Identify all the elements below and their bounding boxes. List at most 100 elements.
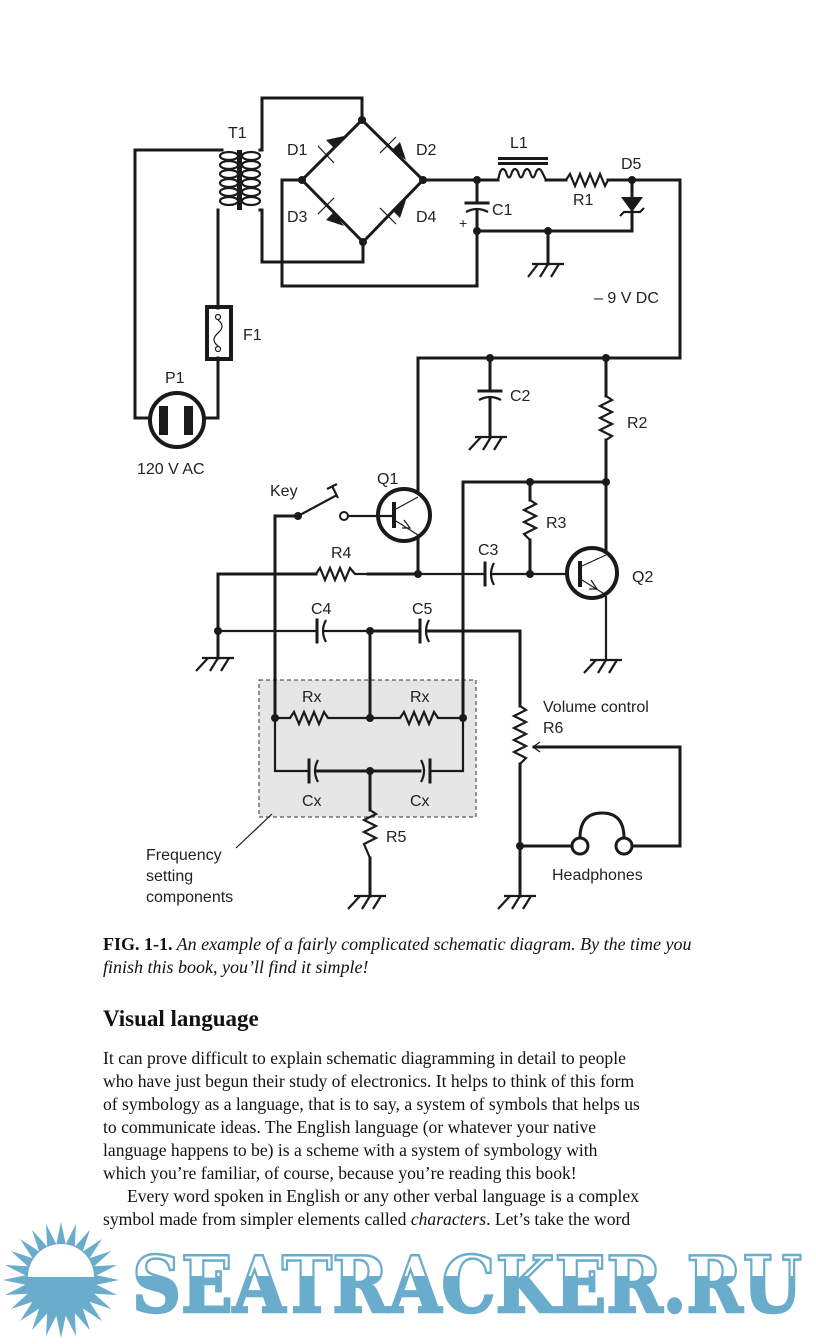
wire-secondary-top xyxy=(258,96,364,152)
plug-p1 xyxy=(148,391,206,449)
schematic-diagram: T1 D1 D2 D3 D4 L1 C1 + R1 D5 – 9 V DC F1… xyxy=(133,96,682,910)
label-c1: C1 xyxy=(492,202,513,219)
body-text: It can prove difficult to explain schema… xyxy=(103,1047,723,1231)
transformer-t1 xyxy=(218,150,262,210)
watermark-banner: SEATRACKER.RU SEATRACKER.RU xyxy=(3,1222,804,1338)
bridge-rectifier xyxy=(299,117,426,245)
label-d5: D5 xyxy=(621,156,642,173)
label-frequency-2: setting xyxy=(146,868,193,885)
ground-symbol-3 xyxy=(583,658,622,674)
paragraph-1-line: of symbology as a language, that is to s… xyxy=(103,1094,640,1114)
label-frequency-3: components xyxy=(146,889,233,906)
label-r3: R3 xyxy=(546,515,567,532)
wire-bridge-neg xyxy=(280,178,479,288)
diode-d2 xyxy=(392,142,406,160)
paragraph-2-text: . Let’s take the word xyxy=(486,1209,631,1229)
label-frequency-1: Frequency xyxy=(146,847,222,864)
section-heading: Visual language xyxy=(103,1006,259,1031)
key-switch xyxy=(297,483,349,521)
label-l1: L1 xyxy=(510,135,528,152)
frequency-components-box xyxy=(258,679,477,818)
label-volume: Volume control xyxy=(543,699,649,716)
capacitor-c1 xyxy=(464,178,490,233)
figure-caption-label: FIG. 1-1. xyxy=(103,934,173,954)
label-supply: – 9 V DC xyxy=(594,290,659,307)
ground-symbol-5 xyxy=(347,894,386,910)
label-key: Key xyxy=(270,483,298,500)
potentiometer-r6 xyxy=(511,705,529,765)
resistor-r1 xyxy=(565,171,609,189)
wire-fuse-plug xyxy=(201,356,220,420)
inductor-l1 xyxy=(496,157,548,181)
label-r2: R2 xyxy=(627,415,648,432)
wire-wiper xyxy=(532,745,682,848)
figure-caption: FIG. 1-1. An example of a fairly complic… xyxy=(103,933,723,979)
label-d2: D2 xyxy=(416,142,437,159)
label-r4: R4 xyxy=(331,545,352,562)
frequency-pointer-line xyxy=(235,813,273,849)
label-cx-right: Cx xyxy=(410,793,430,810)
zener-diode-d5 xyxy=(619,178,645,233)
wire-cx-left xyxy=(273,718,308,773)
wire-cx-right xyxy=(431,718,465,773)
diode-d4 xyxy=(392,200,406,218)
paragraph-2-line: Every word spoken in English or any othe… xyxy=(127,1186,640,1206)
wire-key-left xyxy=(273,514,300,720)
resistor-rx-right xyxy=(370,709,463,727)
paragraph-1-line: It can prove difficult to explain schema… xyxy=(103,1048,626,1068)
label-rx-left: Rx xyxy=(302,689,322,706)
paragraph-2: Every word spoken in English or any othe… xyxy=(103,1185,723,1231)
label-c5: C5 xyxy=(412,601,433,618)
label-f1: F1 xyxy=(243,327,262,344)
label-c1-plus: + xyxy=(459,215,467,231)
label-q2: Q2 xyxy=(632,569,653,586)
resistor-r3 xyxy=(521,499,539,541)
resistor-r2 xyxy=(597,395,615,441)
ground-symbol-2 xyxy=(468,435,507,451)
capacitor-c4 xyxy=(315,618,327,644)
capacitor-cx-right xyxy=(420,758,432,784)
transistor-q2 xyxy=(565,546,619,600)
sun-logo-icon xyxy=(3,1222,119,1338)
ground-symbol-4 xyxy=(195,656,234,672)
emphasis-characters: characters xyxy=(410,1209,487,1229)
wire-r1-out xyxy=(416,178,682,492)
transistor-q1 xyxy=(376,487,432,543)
fuse-f1 xyxy=(205,305,233,361)
paragraph-1-line: who have just begun their study of elect… xyxy=(103,1071,635,1091)
paragraph-1: It can prove difficult to explain schema… xyxy=(103,1047,723,1185)
watermark-text-fill: SEATRACKER.RU xyxy=(132,1240,802,1331)
figure-caption-text: An example of a fairly complicated schem… xyxy=(103,934,692,977)
label-d1: D1 xyxy=(287,142,308,159)
label-d3: D3 xyxy=(287,209,308,226)
diode-d3 xyxy=(326,212,344,226)
wire-c5-out xyxy=(425,629,522,708)
watermark-text-outline: SEATRACKER.RU xyxy=(132,1240,802,1331)
label-headphones: Headphones xyxy=(552,867,643,884)
paragraph-2-text: symbol made from simpler elements called xyxy=(103,1209,411,1229)
label-p1: P1 xyxy=(165,370,185,387)
label-c3: C3 xyxy=(478,542,499,559)
wire-primary-left xyxy=(133,148,224,420)
headphones-symbol xyxy=(570,811,634,856)
label-d4: D4 xyxy=(416,209,437,226)
paragraph-2-line: symbol made from simpler elements called… xyxy=(103,1208,723,1231)
label-r5: R5 xyxy=(386,829,407,846)
capacitor-c3 xyxy=(483,561,495,587)
diode-d1 xyxy=(326,136,344,148)
label-c4: C4 xyxy=(311,601,332,618)
ground-symbol-1 xyxy=(527,262,564,278)
label-q1: Q1 xyxy=(377,471,398,488)
label-r6: R6 xyxy=(543,720,564,737)
capacitor-c2 xyxy=(477,356,503,439)
label-c2: C2 xyxy=(510,388,531,405)
label-mains: 120 V AC xyxy=(137,461,205,478)
wire-feedback-right xyxy=(461,480,608,720)
paragraph-1-line: which you’re familiar, of course, becaus… xyxy=(103,1163,577,1183)
resistor-r5 xyxy=(361,809,379,859)
wire-r4-left xyxy=(216,572,318,633)
label-rx-right: Rx xyxy=(410,689,430,706)
paragraph-1-line: language happens to be) is a scheme with… xyxy=(103,1140,598,1160)
label-r1: R1 xyxy=(573,192,594,209)
watermark-text: SEATRACKER.RU SEATRACKER.RU xyxy=(131,1239,804,1333)
